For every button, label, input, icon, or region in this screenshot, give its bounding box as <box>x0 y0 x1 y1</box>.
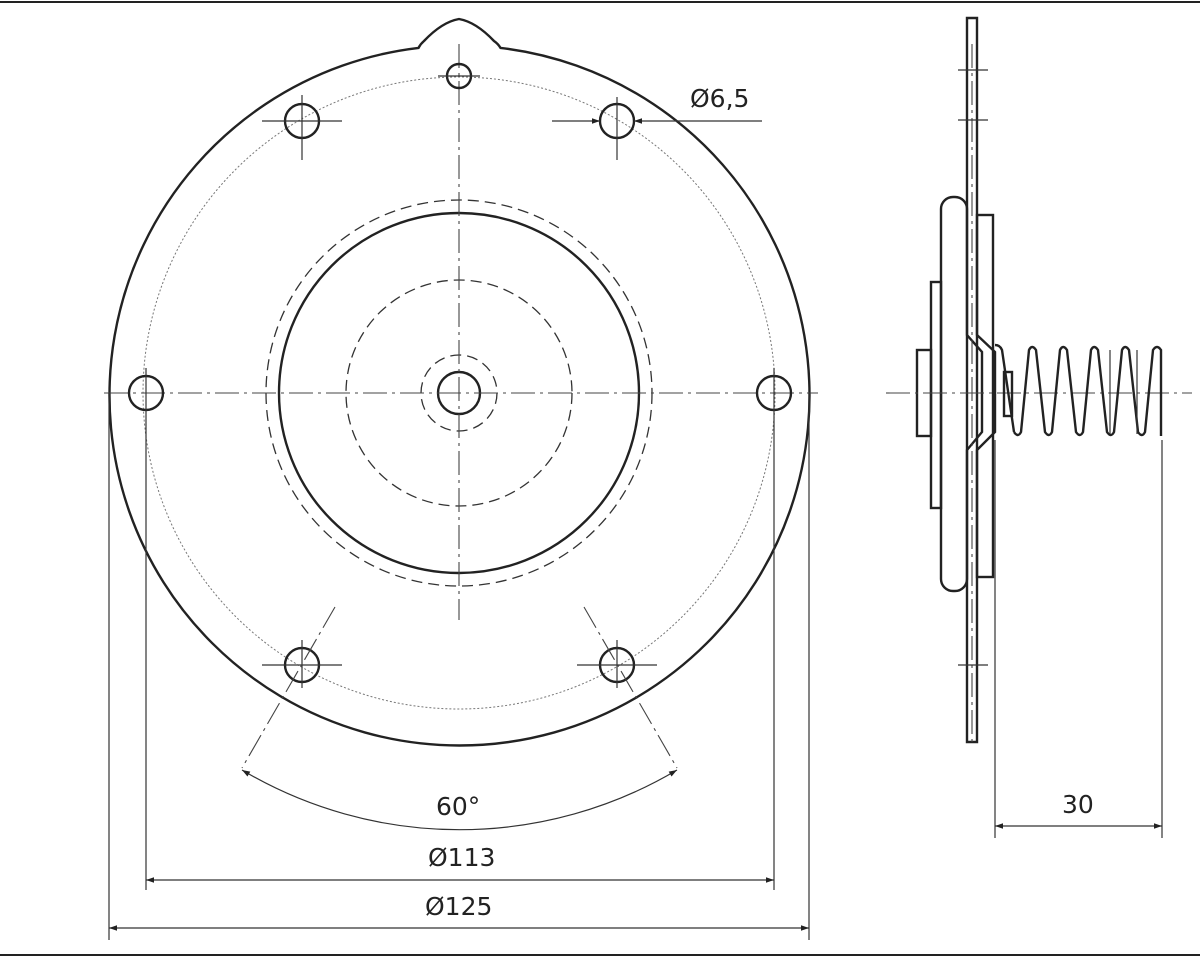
spring-length-label: 30 <box>1062 790 1094 819</box>
small-plate <box>929 280 943 510</box>
spring-length-dimension: 30 <box>994 440 1163 838</box>
front-view: Ø6,5 60° Ø113 Ø125 <box>104 17 818 940</box>
front-plate <box>939 195 969 593</box>
bolt-circle-label: Ø113 <box>428 843 495 872</box>
side-view: 30 <box>886 16 1192 838</box>
hole-diameter-label: Ø6,5 <box>690 84 749 113</box>
diaphragm-sheet-profile <box>965 16 997 744</box>
spring <box>994 343 1163 437</box>
hole-center-marks <box>145 75 775 769</box>
hole-diameter-dimension: Ø6,5 <box>552 84 762 124</box>
outer-diameter-dimension: Ø125 <box>108 393 810 940</box>
bolt-circle-dimension: Ø113 <box>145 412 775 890</box>
angle-label: 60° <box>436 792 480 821</box>
outer-diaphragm-contour <box>108 17 811 747</box>
rear-plate <box>975 213 995 579</box>
outer-diameter-label: Ø125 <box>425 892 492 921</box>
angle-dimension: 60° <box>241 769 678 831</box>
